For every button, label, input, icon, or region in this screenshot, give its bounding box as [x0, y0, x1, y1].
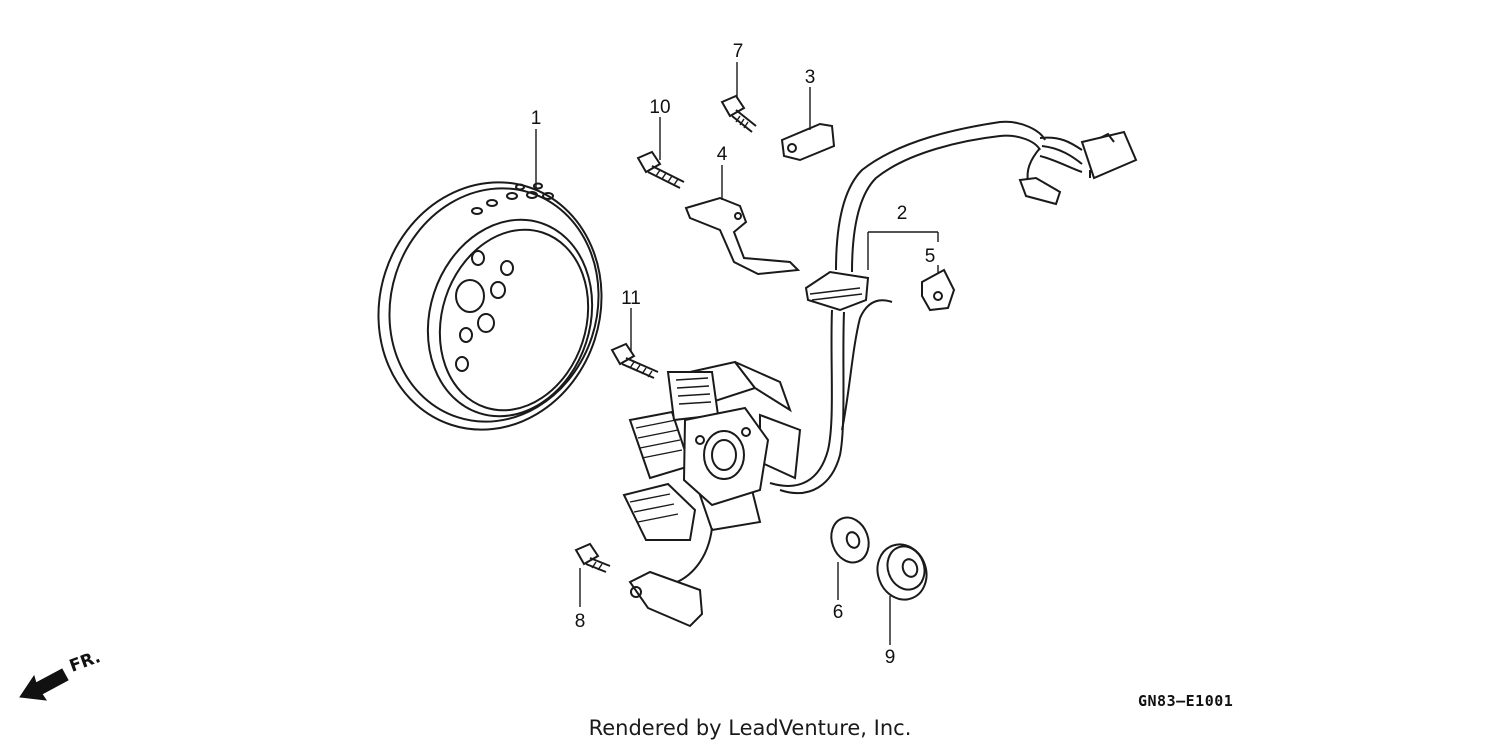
- bolt-8-part[interactable]: [574, 542, 611, 573]
- callout-5: 5: [925, 246, 936, 267]
- flywheel-part[interactable]: [347, 153, 633, 459]
- callout-9: 9: [885, 647, 896, 668]
- wire-clamp-part[interactable]: [780, 122, 836, 162]
- washer-part[interactable]: [825, 512, 875, 568]
- stator-part[interactable]: [622, 120, 1138, 628]
- callout-1: 1: [531, 108, 542, 129]
- bolt-7-part[interactable]: [720, 94, 757, 133]
- callout-8: 8: [575, 611, 586, 632]
- callout-4: 4: [717, 144, 728, 165]
- diagram-code: GN83—E1001: [1138, 692, 1234, 710]
- bolt-11-part[interactable]: [610, 342, 659, 379]
- callout-7: 7: [733, 41, 744, 62]
- front-direction-arrow: FR.: [19, 647, 103, 701]
- direction-label: FR.: [67, 647, 103, 677]
- flange-nut-part[interactable]: [870, 537, 934, 606]
- bracket-part[interactable]: [684, 196, 801, 276]
- callout-11: 11: [621, 288, 641, 309]
- callout-6: 6: [833, 602, 844, 623]
- callout-numbers: 1 2 3 4 5 6 7 8 9 10 11: [531, 41, 936, 668]
- bolt-10-part[interactable]: [636, 150, 685, 189]
- callout-10: 10: [649, 97, 670, 118]
- footer-credit: Rendered by LeadVenture, Inc.: [588, 716, 912, 740]
- callout-3: 3: [805, 67, 816, 88]
- leader-lines: [535, 62, 939, 645]
- callout-2: 2: [897, 203, 908, 224]
- grommet-part[interactable]: [921, 268, 956, 312]
